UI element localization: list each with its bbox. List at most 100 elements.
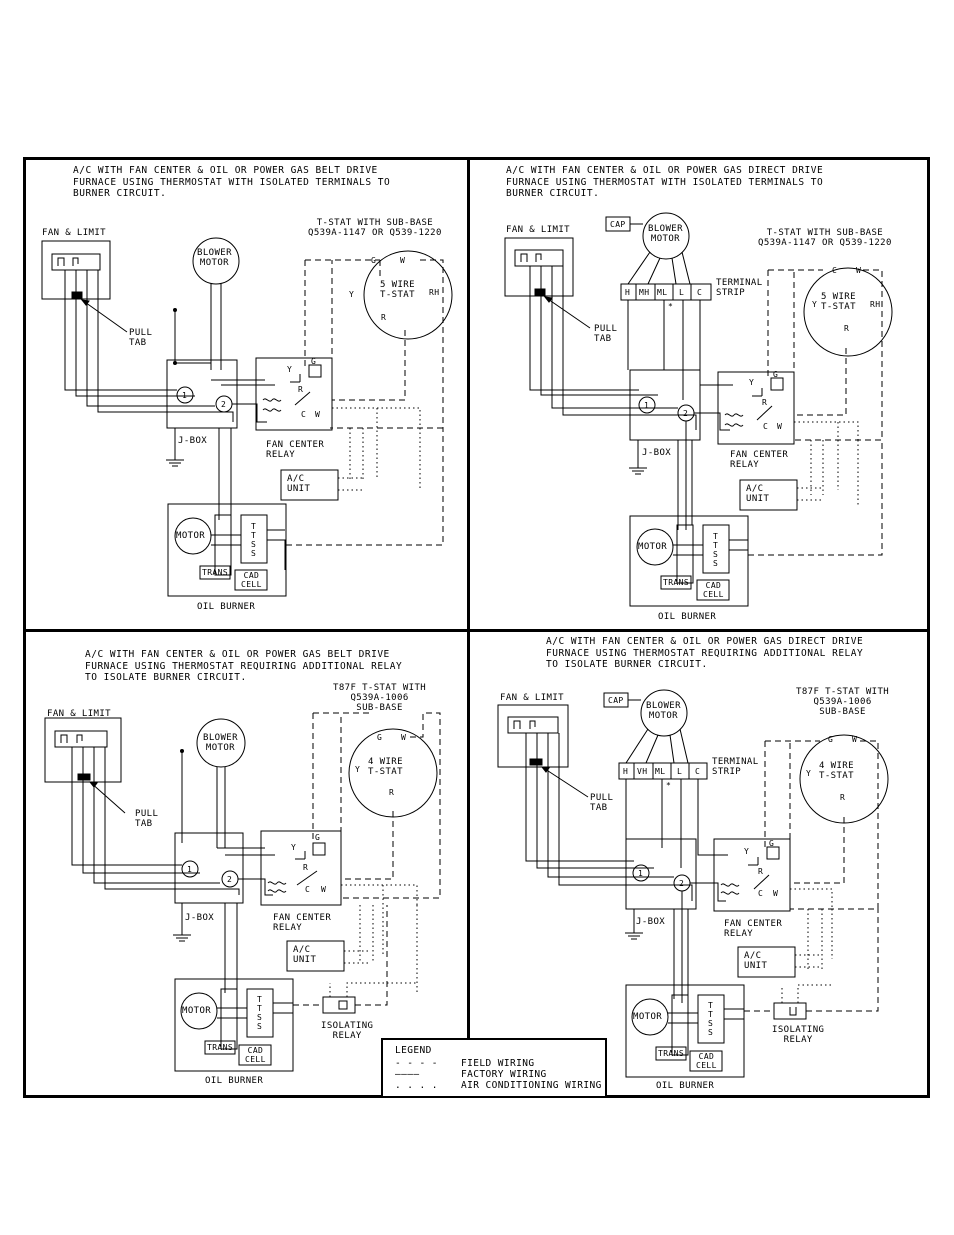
legend-symbol-factory: ———— bbox=[395, 1069, 420, 1080]
tstat-terminal-r: R bbox=[844, 324, 850, 333]
relay-terminal-w: W bbox=[321, 885, 327, 894]
oil-burner-label: OIL BURNER bbox=[656, 1081, 715, 1091]
panel-title: A/C WITH FAN CENTER & OIL OR POWER GAS B… bbox=[85, 649, 403, 683]
pull-tab-label: PULL TAB bbox=[590, 793, 614, 813]
legend-label-factory: FACTORY WIRING bbox=[461, 1069, 547, 1080]
jbox-label: J-BOX bbox=[642, 448, 672, 458]
jbox-terminal-1: 1 bbox=[638, 869, 644, 878]
motor-label: MOTOR bbox=[176, 531, 206, 541]
strip-terminal-vh: VH bbox=[637, 767, 648, 776]
jbox-label: J-BOX bbox=[178, 436, 208, 446]
tstat-caption: T87F T-STAT WITH Q539A-1006 SUB-BASE bbox=[333, 683, 427, 713]
tstat-terminal-rh: RH bbox=[429, 288, 440, 297]
wiring-diagram-3 bbox=[44, 712, 441, 1072]
strip-terminal-c: C bbox=[695, 767, 701, 776]
panel-title: A/C WITH FAN CENTER & OIL OR POWER GAS D… bbox=[546, 636, 864, 670]
tstat-terminal-w: W bbox=[401, 733, 407, 742]
relay-terminal-y: Y bbox=[749, 378, 755, 387]
tstat-terminal-rh: RH bbox=[870, 300, 881, 309]
isolating-relay-label: ISOLATING RELAY bbox=[321, 1021, 374, 1041]
terminal-strip-label: TERMINAL STRIP bbox=[716, 278, 763, 298]
relay-terminal-y: Y bbox=[291, 843, 297, 852]
pull-tab-label: PULL TAB bbox=[129, 328, 153, 348]
tstat-terminal-y: Y bbox=[806, 769, 812, 778]
strip-terminal-h: H bbox=[625, 288, 631, 297]
ttss-label: T T S S bbox=[251, 522, 257, 558]
jbox-terminal-1: 1 bbox=[644, 401, 650, 410]
motor-label: MOTOR bbox=[633, 1012, 663, 1022]
strip-terminal-ml: ML bbox=[655, 767, 666, 776]
tstat-terminal-g: G bbox=[828, 735, 834, 744]
oil-burner-label: OIL BURNER bbox=[658, 612, 717, 622]
tstat-terminal-c: C bbox=[832, 266, 838, 275]
fan-center-relay-label: FAN CENTER RELAY bbox=[730, 450, 789, 470]
blower-motor-label: BLOWER MOTOR bbox=[197, 248, 232, 268]
ttss-label: T T S S bbox=[257, 995, 263, 1031]
legend: LEGEND - - - - FIELD WIRING ———— FACTORY… bbox=[381, 1038, 607, 1098]
trans-label: TRANS bbox=[207, 1043, 234, 1052]
relay-terminal-r: R bbox=[298, 385, 304, 394]
horizontal-divider bbox=[23, 629, 930, 632]
jbox-label: J-BOX bbox=[185, 913, 215, 923]
blower-motor-label: BLOWER MOTOR bbox=[648, 224, 683, 244]
relay-terminal-w: W bbox=[315, 410, 321, 419]
relay-terminal-r: R bbox=[303, 863, 309, 872]
jbox-terminal-2: 2 bbox=[221, 400, 227, 409]
relay-terminal-y: Y bbox=[287, 365, 293, 374]
legend-label-ac: AIR CONDITIONING WIRING bbox=[461, 1080, 602, 1091]
trans-label: TRANS bbox=[658, 1049, 685, 1058]
oil-burner-label: OIL BURNER bbox=[205, 1076, 264, 1086]
fan-limit-label: FAN & LIMIT bbox=[47, 709, 112, 719]
jbox-terminal-1: 1 bbox=[187, 865, 193, 874]
jbox-terminal-2: 2 bbox=[683, 409, 689, 418]
tstat-name: 4 WIRE T-STAT bbox=[368, 757, 403, 777]
isolating-relay-label: ISOLATING RELAY bbox=[772, 1025, 825, 1045]
ac-unit-label: A/C UNIT bbox=[746, 484, 770, 504]
jbox-terminal-1: 1 bbox=[182, 391, 188, 400]
tstat-terminal-r: R bbox=[389, 788, 395, 797]
legend-label-field: FIELD WIRING bbox=[461, 1058, 535, 1069]
ac-unit-label: A/C UNIT bbox=[287, 474, 311, 494]
panel-direct-drive-relay: A/C WITH FAN CENTER & OIL OR POWER GAS D… bbox=[478, 633, 923, 1103]
relay-terminal-c: C bbox=[301, 410, 307, 419]
strip-star: * bbox=[668, 302, 674, 311]
fan-center-relay-label: FAN CENTER RELAY bbox=[724, 919, 783, 939]
relay-terminal-c: C bbox=[305, 885, 311, 894]
cad-cell-label: CAD CELL bbox=[245, 1046, 266, 1064]
ttss-label: T T S S bbox=[713, 532, 719, 568]
panel-title: A/C WITH FAN CENTER & OIL OR POWER GAS B… bbox=[73, 165, 391, 199]
fan-center-relay-label: FAN CENTER RELAY bbox=[273, 913, 332, 933]
ttss-label: T T S S bbox=[708, 1001, 714, 1037]
tstat-name: 5 WIRE T-STAT bbox=[380, 280, 415, 300]
jbox-label: J-BOX bbox=[636, 917, 666, 927]
relay-terminal-g: G bbox=[311, 357, 317, 366]
strip-terminal-h: H bbox=[623, 767, 629, 776]
blower-motor-label: BLOWER MOTOR bbox=[646, 701, 681, 721]
fan-limit-label: FAN & LIMIT bbox=[506, 225, 571, 235]
cad-cell-label: CAD CELL bbox=[241, 571, 262, 589]
tstat-terminal-r: R bbox=[840, 793, 846, 802]
tstat-terminal-g: G bbox=[377, 733, 383, 742]
blower-motor-label: BLOWER MOTOR bbox=[203, 733, 238, 753]
legend-symbol-ac: . . . . bbox=[395, 1080, 438, 1091]
trans-label: TRANS bbox=[663, 578, 690, 587]
tstat-terminal-g: G bbox=[371, 256, 377, 265]
cap-label: CAP bbox=[608, 696, 624, 705]
strip-terminal-l: L bbox=[677, 767, 683, 776]
panel-title: A/C WITH FAN CENTER & OIL OR POWER GAS D… bbox=[506, 165, 824, 199]
fan-limit-label: FAN & LIMIT bbox=[42, 228, 107, 238]
tstat-terminal-r: R bbox=[381, 313, 387, 322]
strip-terminal-l: L bbox=[679, 288, 685, 297]
strip-terminal-ml: ML bbox=[657, 288, 668, 297]
relay-terminal-r: R bbox=[758, 867, 764, 876]
fan-center-relay-label: FAN CENTER RELAY bbox=[266, 440, 325, 460]
trans-label: TRANS bbox=[202, 568, 229, 577]
wiring-diagram-4 bbox=[497, 689, 889, 1078]
tstat-name: 4 WIRE T-STAT bbox=[819, 761, 854, 781]
tstat-caption: T87F T-STAT WITH Q539A-1006 SUB-BASE bbox=[796, 687, 890, 717]
strip-terminal-mh: MH bbox=[639, 288, 650, 297]
ac-unit-label: A/C UNIT bbox=[293, 945, 317, 965]
vertical-divider bbox=[467, 157, 470, 1098]
tstat-name: 5 WIRE T-STAT bbox=[821, 292, 856, 312]
legend-symbol-field: - - - - bbox=[395, 1058, 438, 1069]
